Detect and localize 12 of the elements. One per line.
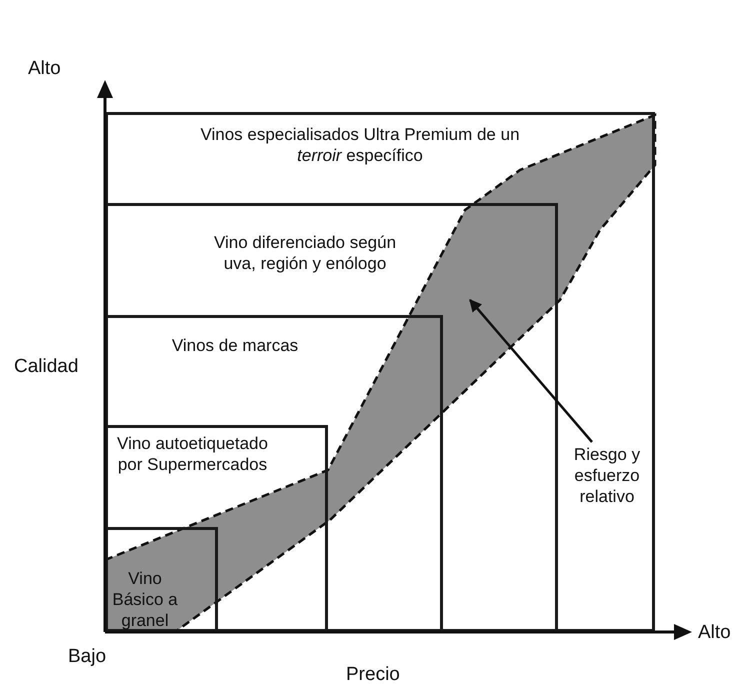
arrow	[469, 299, 593, 443]
tier-label: Vino diferenciado según uva, región y enólogo	[212, 232, 398, 274]
axis-label: Precio	[346, 664, 400, 686]
annotation-text: Riesgo y esfuerzo relativo	[561, 444, 653, 507]
axis-label: Alto	[28, 58, 61, 80]
axis-label: Alto	[698, 622, 731, 644]
axis-label: Calidad	[14, 356, 78, 378]
tier-label: Vinos de marcas	[170, 335, 300, 356]
axis-label: Bajo	[68, 646, 106, 668]
tier-label: Vinos especialisados Ultra Premium de un terroir específico	[200, 124, 520, 166]
tier-label: Vino Básico a granel	[111, 568, 179, 631]
tier-label: Vino autoetiquetado por Supermercados	[116, 433, 269, 475]
